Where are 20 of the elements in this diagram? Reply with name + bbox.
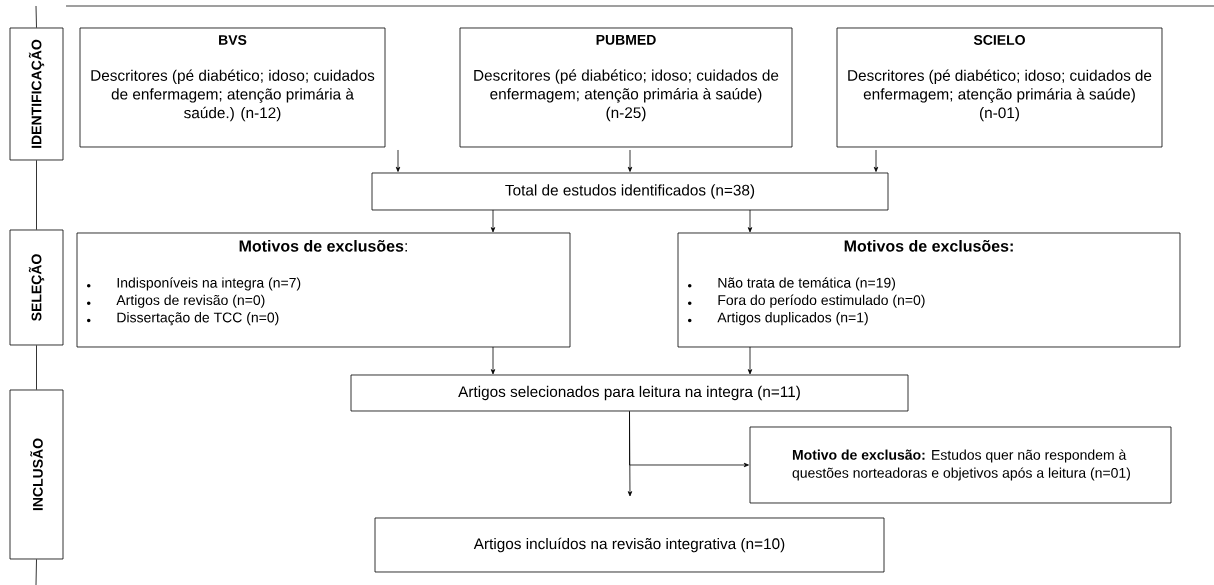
arrow [490, 346, 496, 375]
source-box: BVS Descritores (pé diabético; idoso; cuidados de enfermagem; atenção primária à saúde.) (n-12) [79, 27, 386, 148]
source-box: PUBMED Descritores (pé diabético; idoso; cuidados de enfermagem; atenção primária à saúde) (n-25) [459, 27, 793, 148]
process-box: Artigos incluídos na revisão integrativa (n=10) [374, 517, 885, 573]
process-box: Artigos selecionados para leitura na integra (n=11) [350, 374, 909, 412]
source-box: SCIELO Descritores (pé diabético; idoso; cuidados de enfermagem; atenção primária à saúde) (n-01) [836, 27, 1163, 148]
phase-box: IDENTIFICAÇÃO [9, 27, 64, 161]
exclusion-box: Motivos de exclusões: Indisponíveis na integra (n=7) Artigos de revisão (n=0) Dissertação de TCC (n=0) [76, 232, 571, 348]
exclusion-box: Motivo de exclusão: Estudos quer não respondem à questões norteadoras e objetivos após a leitura (n=01) [749, 426, 1172, 504]
arrow [747, 209, 753, 233]
arrow [873, 149, 879, 172]
arrow [747, 346, 753, 375]
arrow [627, 411, 633, 497]
arrow [490, 209, 496, 233]
arrow [627, 149, 633, 172]
process-box: Total de estudos identificados (n=38) [371, 172, 889, 211]
exclusion-box: Motivos de exclusões: Não trata de temática (n=19) Fora do período estimulado (n=0) Artigos duplicados (n=1) [677, 232, 1181, 348]
phase-box: INCLUSÃO [9, 389, 64, 560]
phase-box: SELEÇÃO [9, 229, 64, 346]
arrow [395, 149, 401, 172]
